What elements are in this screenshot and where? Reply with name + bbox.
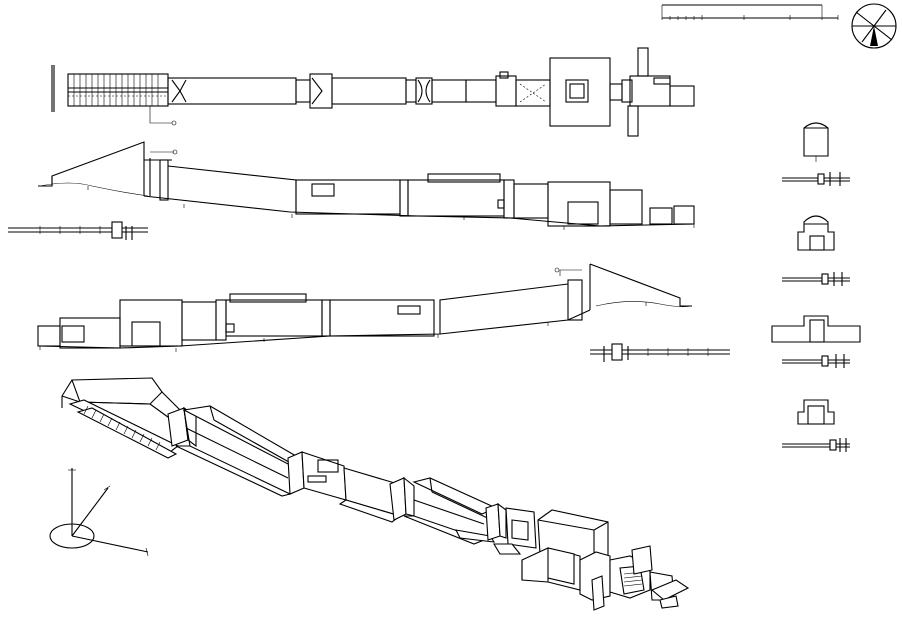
axonometric-view xyxy=(61,377,690,611)
north-arrow-icon xyxy=(851,3,897,49)
plan-view xyxy=(51,47,695,137)
section-view-south xyxy=(37,263,693,352)
section-view-north xyxy=(38,141,695,230)
scale-bar-section-south xyxy=(590,343,730,362)
scale-bar-section-north xyxy=(8,221,148,240)
cross-section-3 xyxy=(771,315,861,368)
cross-section-1 xyxy=(782,122,850,186)
axis-indicator xyxy=(49,468,149,557)
scale-bar xyxy=(661,4,839,20)
cross-section-4 xyxy=(782,399,850,452)
cross-section-2 xyxy=(782,215,850,286)
